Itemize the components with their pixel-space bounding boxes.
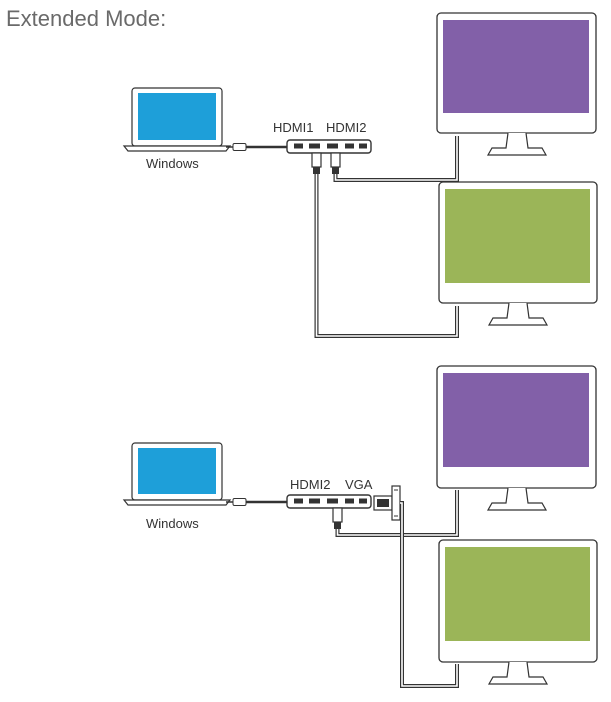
purple-screen [443, 373, 589, 467]
usb-cable-bottom [226, 498, 290, 506]
monitor-1-top [436, 12, 597, 156]
monitor-2-bottom [438, 539, 598, 685]
usb-cable-top [226, 143, 290, 151]
hub-bottom [286, 494, 372, 509]
monitor-2-top [438, 181, 598, 326]
bottom-diagram [122, 365, 598, 688]
port-label-vga-bottom: VGA [345, 477, 373, 492]
laptop-top [122, 87, 232, 152]
monitor-1-bottom [436, 365, 597, 511]
cable-to-monitor-2-top [314, 174, 459, 338]
laptop-label-bottom: Windows [146, 516, 199, 531]
page-title: Extended Mode: [6, 6, 167, 31]
laptop-base [122, 499, 232, 506]
hub-top [286, 139, 372, 154]
hdmi-plug-bottom [332, 507, 343, 529]
vga-connector [373, 485, 401, 521]
laptop-bottom [122, 442, 232, 506]
purple-screen [443, 20, 589, 113]
port-label-hdmi1-top: HDMI1 [273, 120, 314, 135]
port-label-hdmi2-top: HDMI2 [326, 120, 367, 135]
hdmi-plug-2-top [330, 152, 341, 174]
laptop-screen [138, 93, 216, 140]
laptop-base [122, 145, 232, 152]
green-screen [445, 547, 590, 641]
green-screen [445, 189, 590, 283]
laptop-screen [138, 448, 216, 494]
laptop-label-top: Windows [146, 156, 199, 171]
port-label-hdmi2-bottom: HDMI2 [290, 477, 331, 492]
hdmi-plug-1-top [311, 152, 322, 174]
top-diagram [122, 12, 598, 338]
